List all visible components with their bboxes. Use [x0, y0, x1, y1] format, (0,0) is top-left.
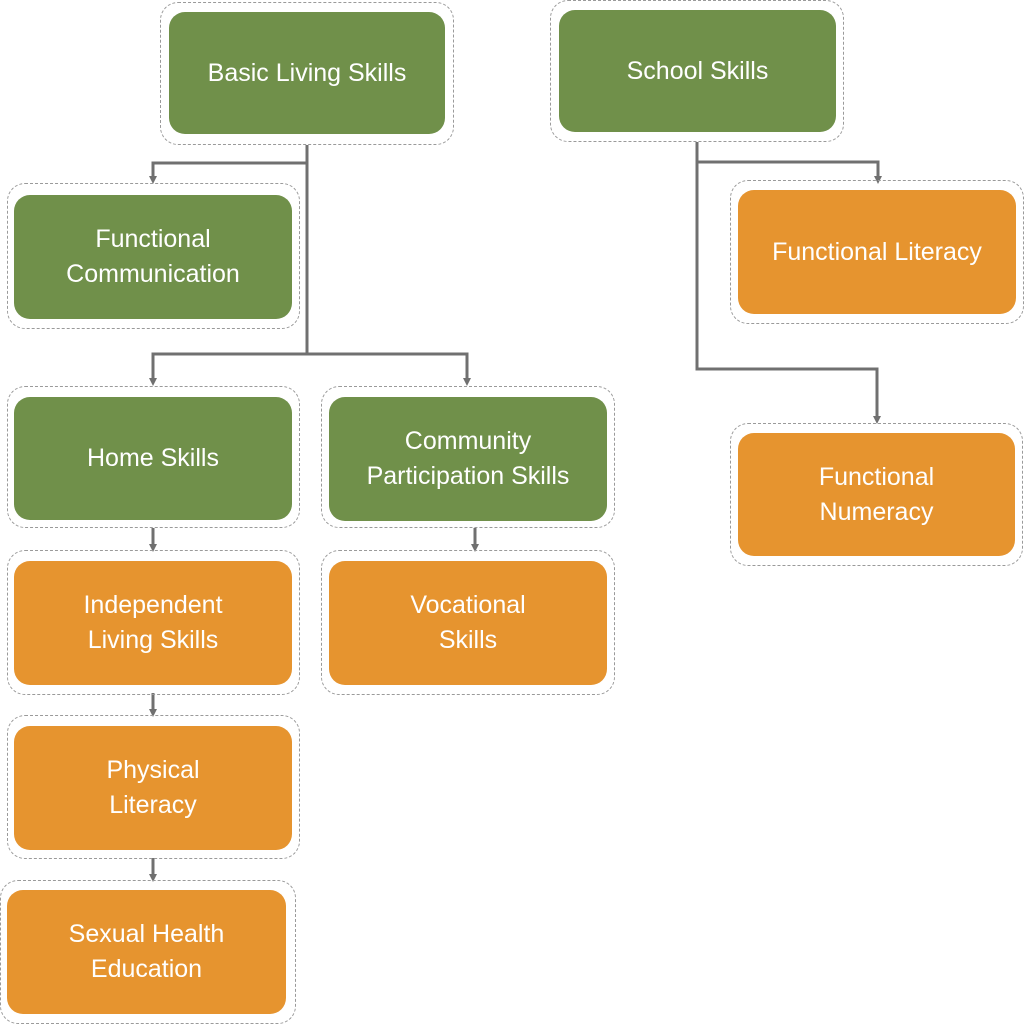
node-label: Vocational Skills: [410, 591, 526, 654]
frame-functional-communication: [7, 183, 300, 329]
node-physical-literacy[interactable]: Physical Literacy: [14, 726, 292, 850]
node-sexual-health-education[interactable]: Sexual Health Education: [7, 890, 286, 1014]
node-label: Basic Living Skills: [207, 58, 407, 87]
node-label: Physical Literacy: [106, 756, 200, 819]
frame-vocational: [321, 550, 615, 695]
node-community-participation-skills[interactable]: Community Participation Skills: [329, 397, 607, 521]
node-home-skills[interactable]: Home Skills: [14, 397, 292, 520]
frame-home: [7, 386, 300, 528]
frame-community: [321, 386, 615, 528]
frame-independent-living: [7, 550, 300, 695]
node-label: Community Participation Skills: [366, 427, 570, 490]
node-functional-communication[interactable]: Functional Communication: [14, 195, 292, 319]
node-vocational-skills[interactable]: Vocational Skills: [329, 561, 607, 685]
frame-physical-literacy: [7, 715, 300, 859]
node-label: School Skills: [626, 56, 769, 85]
frame-basic-living: [160, 2, 454, 145]
node-label: Home Skills: [87, 444, 219, 472]
connector-basic-to-community: [307, 352, 471, 386]
node-school-skills[interactable]: School Skills: [559, 10, 836, 132]
node-label: Independent Living Skills: [83, 591, 223, 654]
node-basic-living-skills[interactable]: Basic Living Skills: [169, 12, 445, 134]
connector-school-to-numeracy: [695, 162, 881, 424]
node-label: Functional Numeracy: [818, 462, 935, 526]
frame-functional-numeracy: [730, 423, 1023, 566]
connector-basic-to-home: [149, 352, 307, 386]
connector-basic-to-communication: [149, 145, 309, 184]
node-functional-literacy[interactable]: Functional Literacy: [738, 190, 1016, 314]
node-functional-numeracy[interactable]: Functional Numeracy: [738, 433, 1015, 556]
frame-school: [550, 0, 844, 142]
node-label: Functional Communication: [66, 225, 240, 288]
node-label: Functional Literacy: [772, 237, 982, 266]
connector-school-to-literacy: [695, 142, 882, 184]
node-independent-living-skills[interactable]: Independent Living Skills: [14, 561, 292, 685]
node-label: Sexual Health Education: [68, 920, 225, 983]
